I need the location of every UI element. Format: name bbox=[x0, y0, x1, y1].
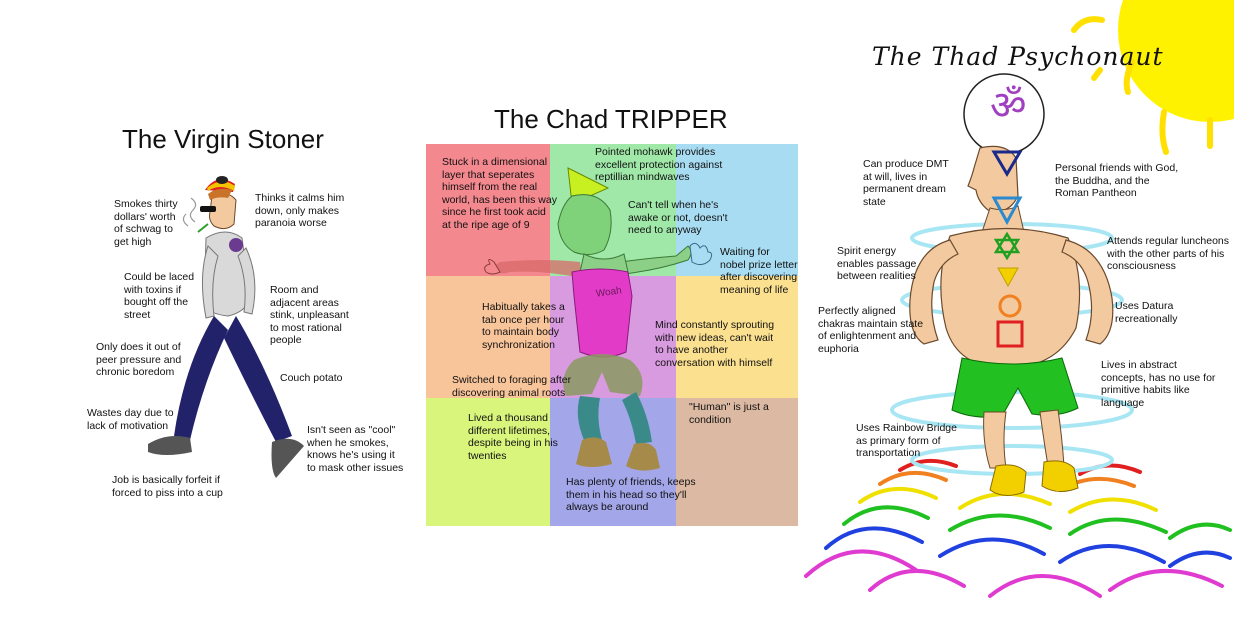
chad-caption-awake: Can't tell when he's awake or not, doesn… bbox=[628, 199, 728, 236]
chad-caption-foraging: Switched to foraging after discovering a… bbox=[452, 374, 572, 399]
chad-caption-nobel: Waiting for nobel prize letter after dis… bbox=[720, 246, 798, 296]
virgin-caption-paranoia: Thinks it calms him down, only makes par… bbox=[255, 192, 345, 229]
chad-caption-ideas: Mind constantly sprouting with new ideas… bbox=[655, 319, 775, 369]
virgin-caption-job-forfeit: Job is basically forfeit if forced to pi… bbox=[112, 474, 223, 499]
chad-caption-lifetimes: Lived a thousand different lifetimes, de… bbox=[468, 412, 558, 462]
thad-caption-rainbow: Uses Rainbow Bridge as primary form of t… bbox=[856, 422, 957, 459]
chad-caption-dimensional: Stuck in a dimensional layer that sepera… bbox=[442, 156, 557, 231]
grid-cell-orange bbox=[426, 276, 550, 398]
virgin-stoner-title: The Virgin Stoner bbox=[122, 124, 324, 154]
virgin-caption-peer-pressure: Only does it out of peer pressure and ch… bbox=[96, 341, 182, 378]
thad-caption-god: Personal friends with God, the Buddha, a… bbox=[1055, 162, 1179, 199]
thad-caption-dmt: Can produce DMT at will, lives in perman… bbox=[863, 158, 949, 208]
virgin-caption-stink: Room and adjacent areas stink, unpleasan… bbox=[270, 284, 349, 346]
thad-caption-abstract: Lives in abstract concepts, has no use f… bbox=[1101, 359, 1216, 409]
chad-caption-friends: Has plenty of friends, keeps them in his… bbox=[566, 476, 696, 513]
chad-caption-tab: Habitually takes a tab once per hour to … bbox=[482, 301, 565, 351]
thad-caption-chakras: Perfectly aligned chakras maintain state… bbox=[818, 305, 924, 355]
chad-caption-mohawk: Pointed mohawk provides excellent protec… bbox=[595, 146, 723, 183]
thad-caption-luncheons: Attends regular luncheons with the other… bbox=[1107, 235, 1229, 272]
om-icon: ॐ bbox=[990, 84, 1027, 128]
virgin-caption-schwag: Smokes thirty dollars' worth of schwag t… bbox=[114, 198, 178, 248]
virgin-caption-couch-potato: Couch potato bbox=[280, 372, 343, 384]
grid-cell-lime bbox=[426, 398, 550, 526]
virgin-caption-wastes-day: Wastes day due to lack of motivation bbox=[87, 407, 174, 432]
virgin-caption-not-cool: Isn't seen as "cool" when he smokes, kno… bbox=[307, 424, 404, 474]
grid-cell-red bbox=[426, 144, 550, 276]
sun-icon bbox=[1118, 0, 1234, 122]
thad-caption-datura: Uses Datura recreationally bbox=[1115, 300, 1178, 325]
grid-cell-yellow bbox=[676, 276, 798, 398]
chad-caption-human: "Human" is just a condition bbox=[689, 401, 769, 426]
chad-tripper-title: The Chad TRIPPER bbox=[494, 104, 728, 134]
thad-psychonaut-title: The Thad Psychonaut bbox=[872, 42, 1164, 71]
thad-caption-spirit: Spirit energy enables passage between re… bbox=[837, 245, 917, 282]
grid-cell-tan bbox=[676, 398, 798, 526]
virgin-caption-laced: Could be laced with toxins if bought off… bbox=[124, 271, 195, 321]
